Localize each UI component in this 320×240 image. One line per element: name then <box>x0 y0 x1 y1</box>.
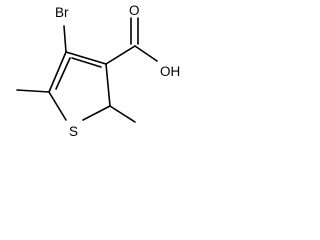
bond-c5-methyl <box>16 89 50 93</box>
atom-br: Br <box>55 5 69 20</box>
molecule-svg: Br S O OH <box>16 3 180 139</box>
bond-c3-c4 <box>65 51 107 65</box>
bond-s-c5 <box>48 91 67 121</box>
bond-c3-c2 <box>105 63 111 107</box>
bond-c5-c4 <box>48 51 67 93</box>
bond-c-oh <box>134 45 158 62</box>
bond-c4-br <box>63 25 67 53</box>
atom-s: S <box>69 124 78 139</box>
bond-c3-c4-inner <box>71 57 102 68</box>
structure-diagram: Br S O OH <box>0 0 194 140</box>
bond-c3-carboxyl <box>105 45 136 65</box>
atom-o: O <box>129 3 140 18</box>
atom-oh: OH <box>160 64 180 79</box>
bond-c2-methyl <box>109 105 136 123</box>
bond-c2-s <box>82 105 111 121</box>
bond-c5-c4-inner <box>55 57 71 90</box>
